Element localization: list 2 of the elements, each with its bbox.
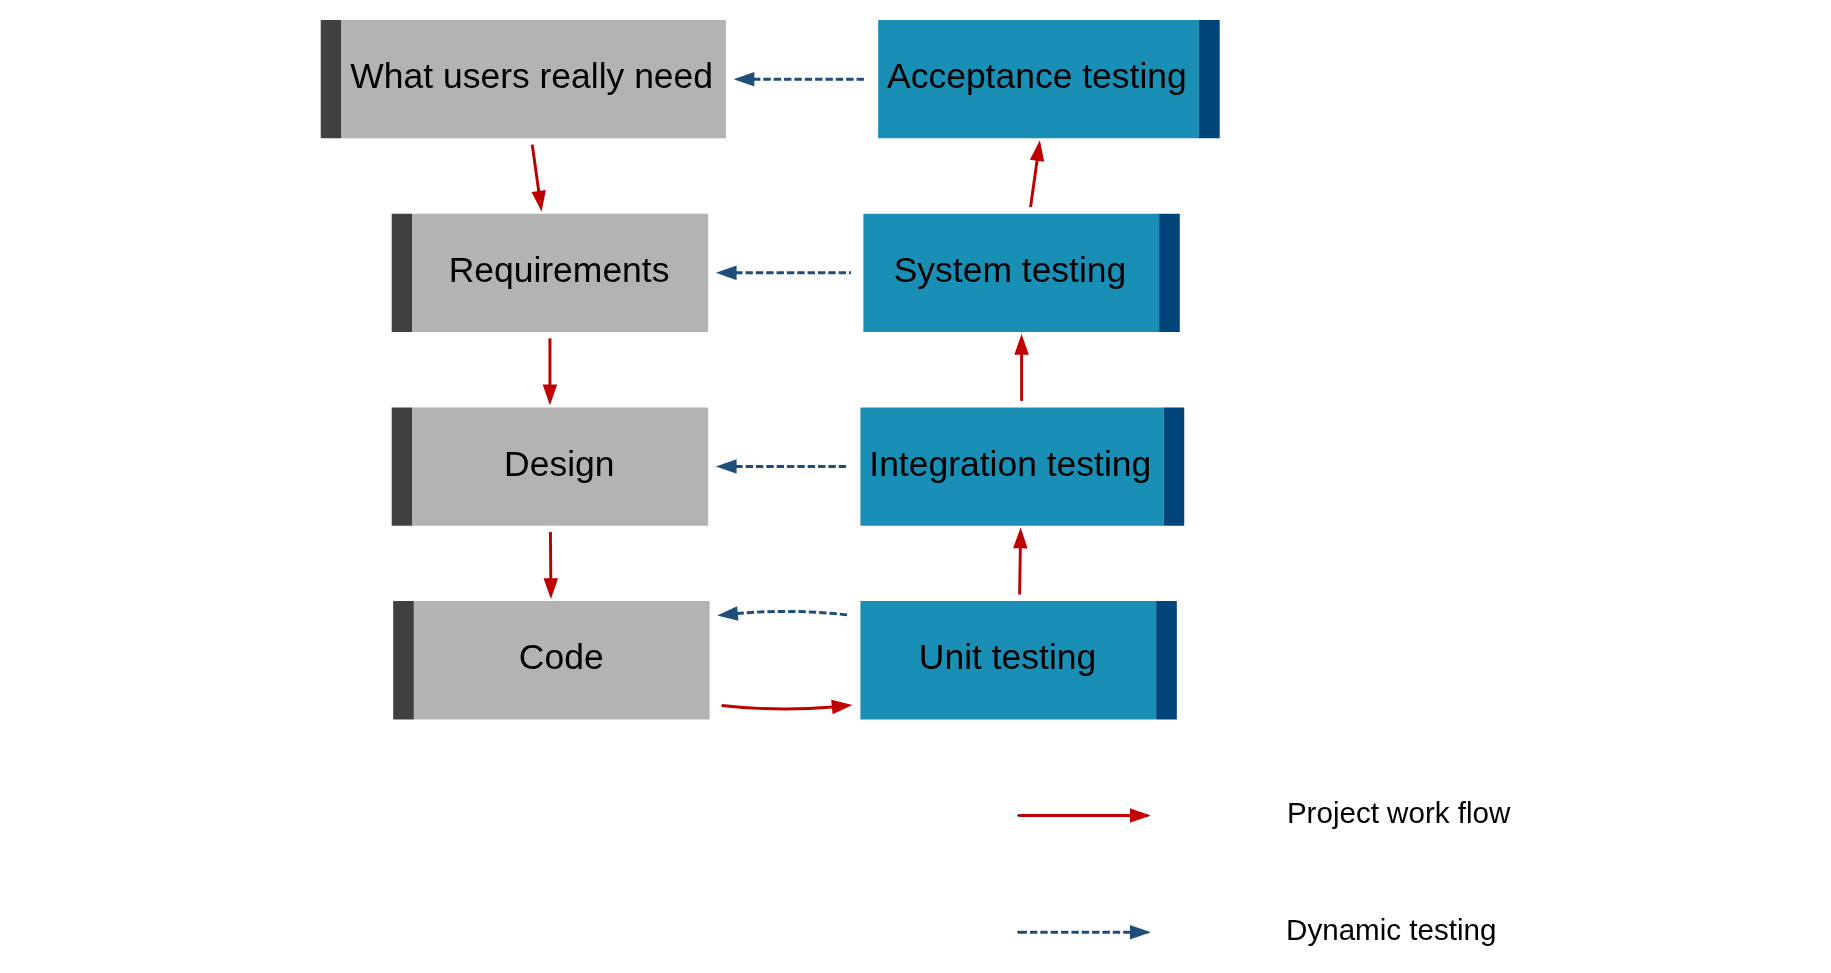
legend-label: Project work flow — [1286, 795, 1511, 829]
legend-label: Dynamic testing — [1286, 912, 1497, 946]
